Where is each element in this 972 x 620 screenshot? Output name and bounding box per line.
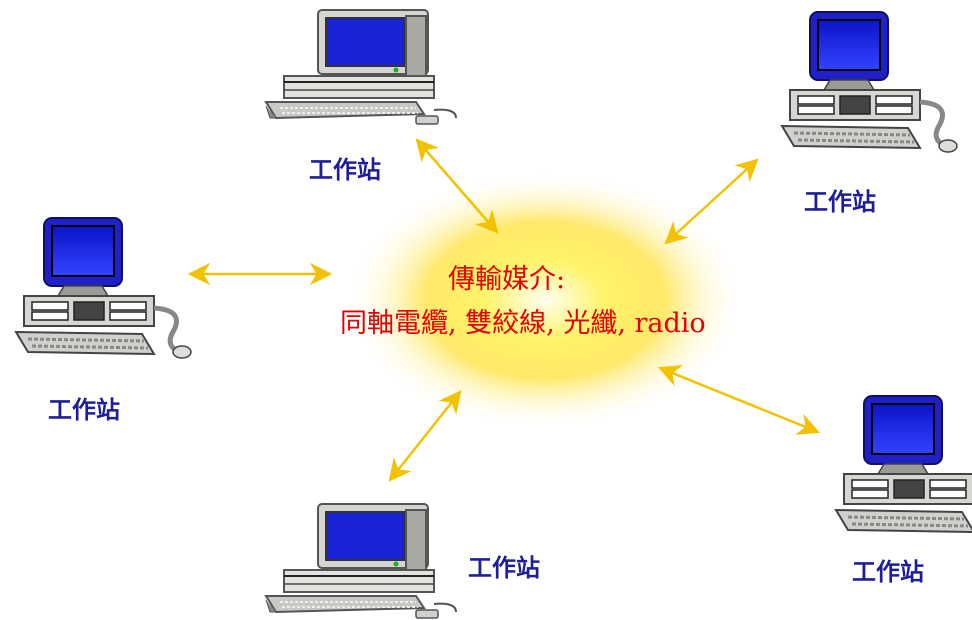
workstation-icon-top (265, 9, 457, 125)
workstation-icon-bottom (265, 503, 457, 619)
transmission-media-text: 傳輸媒介: 同軸電纜, 雙絞線, 光纖, radio (300, 258, 860, 346)
arrow-bottom-right (657, 365, 821, 435)
arrow-top-left (415, 138, 499, 234)
workstation-label-bottom-right: 工作站 (852, 557, 924, 586)
arrow-bottom-left (388, 390, 462, 482)
workstation-icon-top-right (782, 12, 957, 152)
workstation-icon-bottom-right (836, 396, 972, 536)
workstation-label-top: 工作站 (309, 155, 381, 184)
workstation-icon-left (16, 218, 191, 358)
transmission-media-title: 傳輸媒介: (448, 264, 566, 295)
workstation-label-left: 工作站 (48, 395, 120, 424)
transmission-media-glow (345, 170, 745, 430)
transmission-media-list: 同軸電纜, 雙絞線, 光纖, radio (340, 308, 706, 339)
arrow-top-right (664, 158, 759, 245)
connection-arrows (187, 138, 821, 482)
workstation-label-bottom: 工作站 (468, 553, 540, 582)
workstation-label-top-right: 工作站 (804, 187, 876, 216)
